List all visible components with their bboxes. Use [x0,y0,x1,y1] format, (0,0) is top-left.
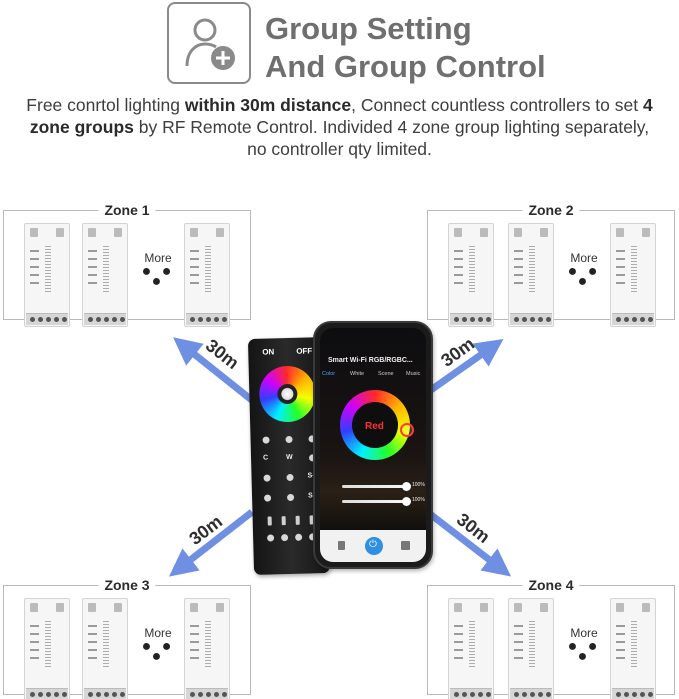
more-label: More [570,626,598,640]
remote-button[interactable] [262,436,270,444]
led-controller [184,598,230,699]
tab-music[interactable]: Music [406,371,421,377]
more-label: More [570,251,598,265]
desc-text-3: by RF Remote Control. Individed 4 zone g… [133,117,650,159]
zone-off-button-3[interactable] [295,533,303,541]
app-color-wheel[interactable] [340,390,410,460]
saturation-slider[interactable] [342,497,411,506]
zone-2-group: Zone 2 More ● ● ● [427,202,675,327]
led-controller [448,223,494,327]
color-selector[interactable] [400,423,414,437]
brightness-down-icon[interactable] [286,473,294,482]
distance-label-bottom-left: 30m [185,511,227,549]
group-add-icon [167,2,251,84]
tab-white[interactable]: White [350,371,365,377]
led-controller [184,223,230,327]
desc-text-1: Free conrtol lighting [26,95,185,115]
zone-button-1[interactable] [267,516,272,526]
description: Free conrtol lighting within 30m distanc… [20,94,659,160]
led-controller [508,223,554,327]
app-title: Smart Wi-Fi RGB/RGBC... [328,357,413,364]
remote-button[interactable] [264,494,272,502]
led-controller [508,598,554,699]
remote-c-button[interactable]: C [262,454,269,462]
saturation-value: 100% [412,497,425,503]
brightness-value: 100% [412,482,425,488]
zone-2-label: Zone 2 [522,202,580,218]
remote-button[interactable] [286,493,295,502]
zone-off-button-1[interactable] [267,534,275,542]
remote-off-button[interactable]: OFF [296,346,313,356]
zone-3-label: Zone 3 [98,577,156,593]
brightness-slider[interactable] [342,482,411,491]
zone-3-group: Zone 3 More ● ● ● [3,577,251,699]
led-controller [24,598,70,699]
desc-bold-zones: 4 zone groups [29,95,653,137]
more-label: More [144,251,172,265]
brightness-up-icon[interactable] [285,435,293,444]
distance-label-top-right: 30m [437,333,479,371]
smartphone: Smart Wi-Fi RGB/RGBC... Color White Scen… [313,321,433,569]
remote-color-wheel[interactable] [258,365,317,423]
page-title: Group Setting And Group Control [265,10,595,86]
more-label: More [144,626,172,640]
tab-color[interactable]: Color [322,371,336,377]
zone-1-label: Zone 1 [98,202,156,218]
zone-off-button-2[interactable] [281,534,289,542]
zone-button-2[interactable] [281,516,286,526]
app-tabs: Color White Scene Music [320,371,426,381]
led-controller [448,598,494,699]
led-controller [610,598,656,699]
more-dots: ● ● ● [141,638,175,665]
desc-bold-distance: within 30m distance [184,95,352,115]
desc-text-2: , Connect countless controllers to set [351,95,643,115]
led-controller [82,223,128,327]
phone-screen: Smart Wi-Fi RGB/RGBC... Color White Scen… [320,328,426,562]
remote-button[interactable] [263,474,271,482]
app-bottom-bar [320,530,426,562]
selected-color-label: Red [365,421,384,432]
zone-1-group: Zone 1 More ● ● ● [3,202,251,327]
title-line-1: Group Setting [265,11,472,46]
zone-4-label: Zone 4 [522,577,580,593]
led-controller [24,223,70,327]
more-dots: ● ● ● [567,638,601,665]
zone-4-group: Zone 4 More ● ● ● [427,577,675,699]
remote-on-button[interactable]: ON [262,347,275,357]
led-controller [610,223,656,327]
distance-label-top-left: 30m [201,335,243,374]
timer-icon[interactable] [338,541,345,550]
more-dots: ● ● ● [141,263,175,290]
led-controller [82,598,128,699]
power-icon[interactable] [365,537,383,555]
zone-button-3[interactable] [295,515,300,525]
title-line-2: And Group Control [265,49,546,84]
distance-label-bottom-right: 30m [452,509,494,548]
tab-scene[interactable]: Scene [378,371,394,377]
grid-icon[interactable] [401,541,410,550]
remote-w-button[interactable]: W [285,453,293,462]
more-dots: ● ● ● [567,263,601,290]
